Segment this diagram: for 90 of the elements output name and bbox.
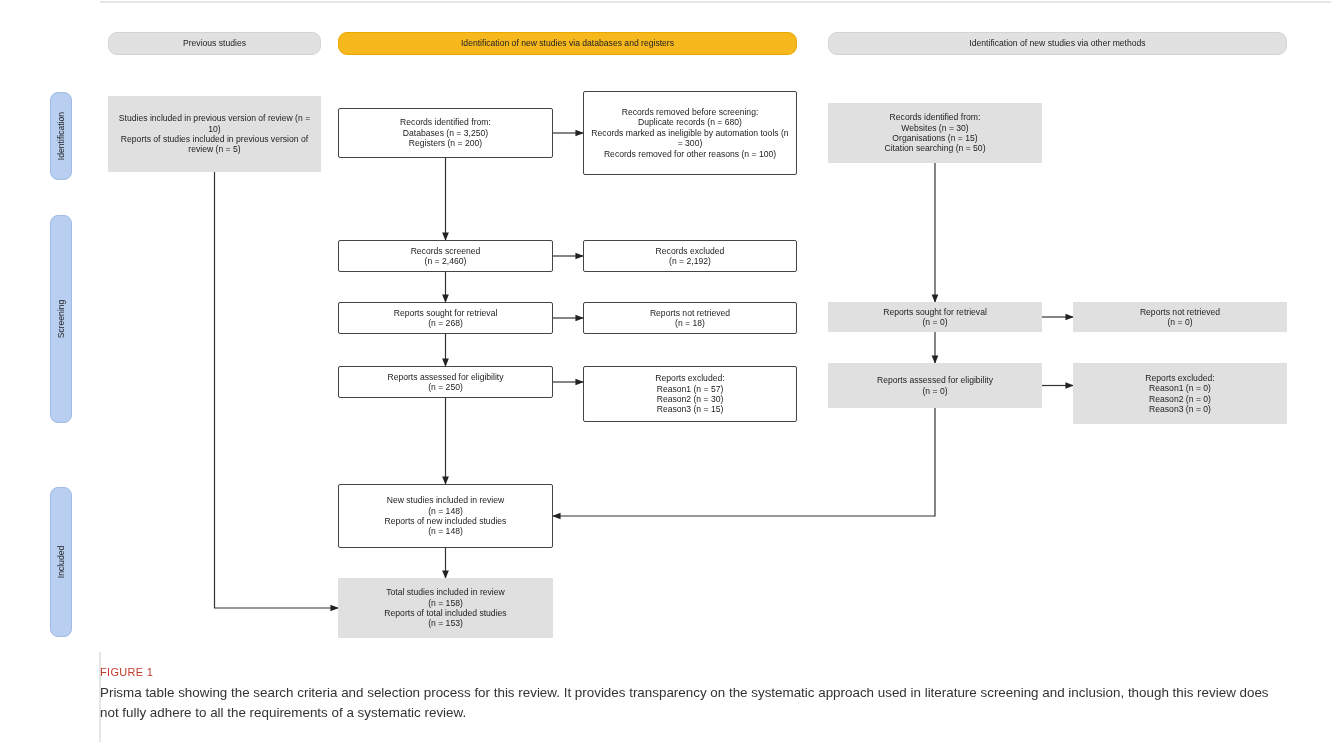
box-text: Records excluded <box>655 245 725 256</box>
arrow <box>931 331 939 364</box>
box-text: Registers (n = 200) <box>408 138 483 149</box>
column-title: Identification of new studies via other methods <box>969 38 1146 49</box>
process-box <box>338 578 553 638</box>
arrow <box>1041 313 1074 321</box>
process-box <box>338 240 553 272</box>
phase-label <box>50 92 72 180</box>
box-text: Websites (n = 30) <box>901 122 969 133</box>
process-box <box>108 96 321 172</box>
box-text: Reports of new included studies <box>384 516 507 527</box>
arrow <box>442 333 449 367</box>
box-text: Records marked as ineligible by automation tools (n = 300) <box>590 127 790 149</box>
box-text: (n = 148) <box>428 526 463 537</box>
box-text: Records screened <box>410 245 481 256</box>
box-text: (n = 250) <box>428 382 463 393</box>
phase-name: Screening <box>55 299 67 339</box>
box-text: Duplicate records (n = 680) <box>638 117 742 128</box>
arrow <box>552 129 584 137</box>
process-box <box>338 484 553 548</box>
process-box <box>338 108 553 158</box>
box-text: (n = 0) <box>922 317 948 328</box>
process-box <box>828 103 1042 163</box>
box-text: Organisations (n = 15) <box>892 133 978 144</box>
arrow <box>442 397 449 485</box>
phase-label <box>50 487 72 637</box>
process-box <box>583 240 797 272</box>
box-text: Studies included in previous version of review (n = 10) <box>117 113 312 134</box>
phase-label <box>50 215 72 423</box>
box-text: New studies included in review <box>386 495 505 506</box>
process-box <box>583 302 797 334</box>
box-text: Records removed for other reasons (n = 100) <box>603 148 777 160</box>
phase-name: Included <box>55 545 67 579</box>
phase-name: Identification <box>55 111 67 161</box>
column-header <box>338 32 797 55</box>
box-text: Reports excluded: <box>655 373 725 384</box>
box-text: (n = 148) <box>428 505 463 516</box>
box-text: Reports of studies included in previous version of review (n = 5) <box>119 134 310 155</box>
box-text: Total studies included in review <box>386 587 505 598</box>
arrow <box>442 271 449 303</box>
box-text: Databases (n = 3,250) <box>402 127 489 139</box>
figure-number: FIGURE 1 <box>100 666 154 678</box>
column-header <box>108 32 321 55</box>
box-text: (n = 268) <box>428 318 463 329</box>
arrow <box>552 378 584 386</box>
box-text: Reason1 (n = 0) <box>1149 383 1211 394</box>
arrow <box>552 314 584 322</box>
box-text: Reason2 (n = 0) <box>1149 393 1211 404</box>
box-text: Reason2 (n = 30) <box>656 394 724 405</box>
box-text: (n = 0) <box>1167 317 1193 328</box>
box-text: (n = 153) <box>428 618 463 629</box>
process-box <box>338 366 553 398</box>
figure-caption: Prisma table showing the search criteria and selection process for this review. It provides transparency on the systematic approach used in literature screening and inclusion, though this review does not fully adhere to all the requirements of a systematic review. <box>100 684 1270 723</box>
box-text: Reason1 (n = 57) <box>656 383 724 394</box>
arrow <box>552 252 584 260</box>
process-box <box>1073 302 1287 332</box>
box-text: Reports assessed for eligibility <box>876 375 994 386</box>
box-text: Citation searching (n = 50) <box>884 143 986 154</box>
box-text: (n = 2,192) <box>669 256 711 267</box>
process-box <box>338 302 553 334</box>
box-text: Records removed before screening: <box>621 106 759 118</box>
arrow <box>213 171 339 612</box>
box-text: Reports not retrieved <box>1139 306 1221 317</box>
box-text: (n = 18) <box>675 318 705 329</box>
process-box <box>583 366 797 422</box>
column-title: Previous studies <box>182 38 247 49</box>
box-text: Records identified from: <box>400 117 491 128</box>
box-text: Reports of total included studies <box>384 608 507 619</box>
column-header <box>828 32 1287 55</box>
arrow <box>442 157 449 241</box>
box-text: (n = 0) <box>922 385 948 396</box>
process-box <box>583 91 797 175</box>
box-text: Reports assessed for eligibility <box>387 371 504 382</box>
box-text: Reports sought for retrieval <box>393 307 498 318</box>
process-box <box>1073 363 1287 424</box>
process-box <box>828 302 1042 332</box>
arrow <box>931 162 939 303</box>
box-text: Reports excluded: <box>1145 372 1215 383</box>
box-text: Reports sought for retrieval <box>883 306 987 317</box>
arrow <box>1041 382 1074 389</box>
box-text: (n = 158) <box>428 597 463 608</box>
box-text: Records identified from: <box>889 112 981 123</box>
arrow <box>442 547 449 579</box>
column-title: Identification of new studies via databases and registers <box>460 38 675 49</box>
process-box <box>828 363 1042 408</box>
arrow <box>552 407 936 520</box>
box-text: (n = 2,460) <box>424 256 467 267</box>
box-text: Reason3 (n = 15) <box>656 404 724 415</box>
box-text: Reason3 (n = 0) <box>1149 404 1211 415</box>
box-text: Reports not retrieved <box>649 307 731 318</box>
